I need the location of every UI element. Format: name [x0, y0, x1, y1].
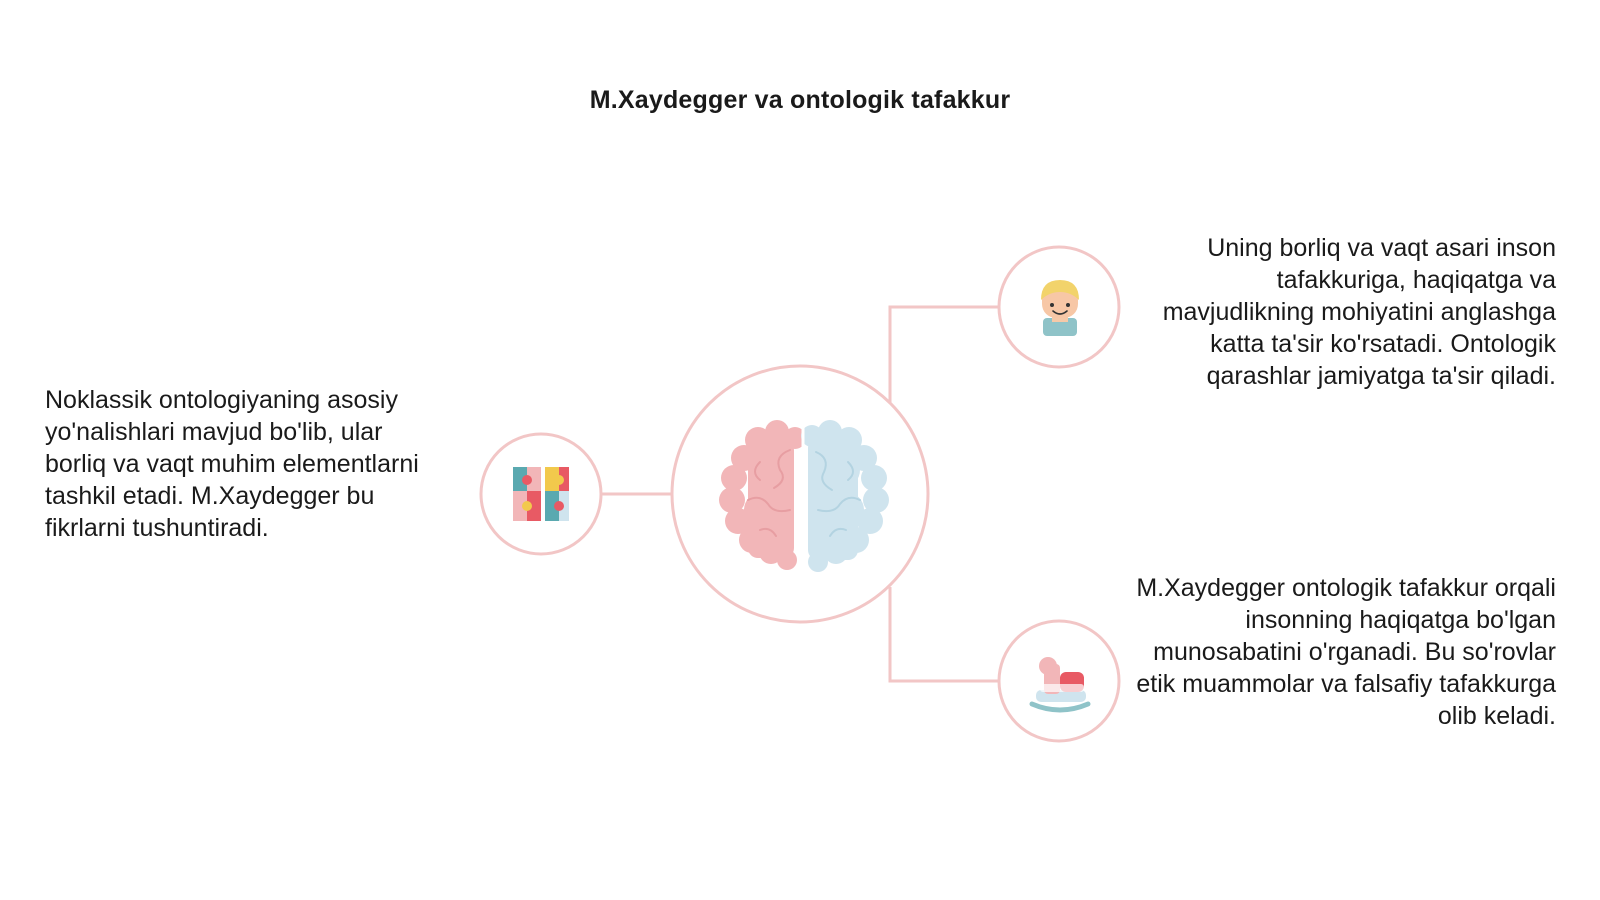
brain-icon: [719, 420, 889, 572]
right-top-node-text: Uning borliq va vaqt asari inson tafakku…: [1162, 234, 1556, 390]
person-icon: [1041, 280, 1079, 336]
center-node: [670, 364, 930, 624]
right-bottom-node: [997, 619, 1121, 743]
page-title: M.Xaydegger va ontologik tafakkur: [589, 86, 1011, 114]
connectors: [602, 305, 999, 683]
rocking-horse-icon: [1029, 657, 1091, 713]
right-bottom-node-text: M.Xaydegger ontologik tafakkur orqali in…: [1136, 574, 1556, 730]
left-node: [479, 432, 603, 556]
connector-top: [888, 305, 999, 402]
puzzle-icon: [513, 467, 569, 521]
right-top-node: [997, 245, 1121, 369]
connector-bottom: [888, 587, 999, 683]
left-node-text: Noklassik ontologiyaning asosiy yo'nalis…: [45, 386, 419, 542]
